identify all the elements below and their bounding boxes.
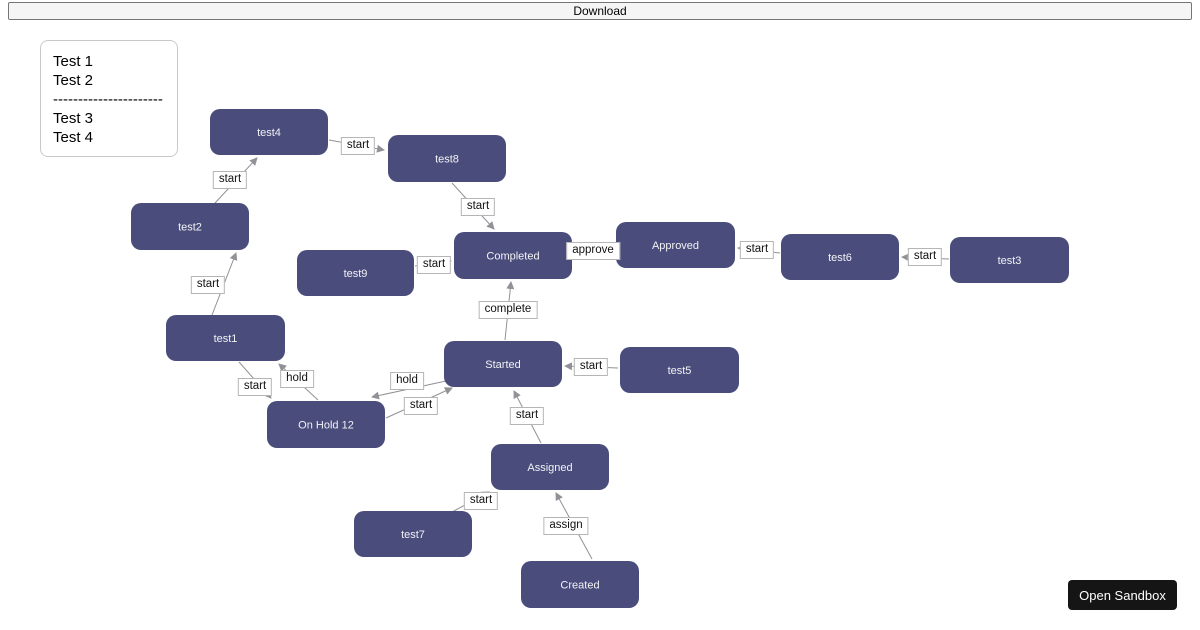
node-label: test9 bbox=[344, 268, 368, 280]
node-label: Completed bbox=[486, 251, 539, 263]
node-test6[interactable]: test6 bbox=[781, 234, 899, 280]
edge-label-hold: hold bbox=[280, 370, 314, 388]
node-label: On Hold 12 bbox=[298, 420, 354, 432]
node-started[interactable]: Started bbox=[444, 341, 562, 387]
edge-label-start: start bbox=[463, 492, 499, 510]
edge-label-start: start bbox=[416, 256, 452, 274]
edge-label-complete: complete bbox=[478, 301, 538, 319]
edge-label-start: start bbox=[190, 276, 226, 294]
node-test8[interactable]: test8 bbox=[388, 135, 506, 182]
edge-label-start: start bbox=[509, 407, 545, 425]
legend-line-5: Test 4 bbox=[53, 129, 94, 146]
node-test9[interactable]: test9 bbox=[297, 250, 414, 296]
node-created[interactable]: Created bbox=[521, 561, 639, 608]
edge-label-start: start bbox=[739, 241, 775, 259]
edge-label-start: start bbox=[403, 397, 439, 415]
edge-label-hold: hold bbox=[390, 372, 424, 390]
legend-line-4: Test 3 bbox=[53, 110, 94, 127]
node-onhold[interactable]: On Hold 12 bbox=[267, 401, 385, 448]
node-test1[interactable]: test1 bbox=[166, 315, 285, 361]
edge-label-start: start bbox=[573, 358, 609, 376]
node-label: test8 bbox=[435, 154, 459, 166]
edge-label-approve: approve bbox=[566, 242, 620, 260]
legend-line-3: ---------------------- bbox=[53, 91, 163, 108]
node-label: test3 bbox=[998, 255, 1022, 267]
node-label: Created bbox=[560, 580, 599, 592]
edge-label-start: start bbox=[237, 378, 273, 396]
node-label: test4 bbox=[257, 127, 281, 139]
legend: Test 1 Test 2 ---------------------- Test 3… bbox=[40, 40, 178, 157]
open-sandbox-button[interactable]: Open Sandbox bbox=[1068, 580, 1177, 610]
legend-line-2: Test 2 bbox=[53, 72, 94, 89]
node-test3[interactable]: test3 bbox=[950, 237, 1069, 283]
node-approved[interactable]: Approved bbox=[616, 222, 735, 268]
node-label: test7 bbox=[401, 529, 425, 541]
edge-label-start: start bbox=[907, 248, 943, 266]
node-assigned[interactable]: Assigned bbox=[491, 444, 609, 490]
edge-label-assign: assign bbox=[543, 517, 589, 535]
node-test2[interactable]: test2 bbox=[131, 203, 249, 250]
node-label: test1 bbox=[214, 333, 238, 345]
legend-line-1: Test 1 bbox=[53, 53, 94, 70]
node-label: test6 bbox=[828, 252, 852, 264]
edge-label-start: start bbox=[212, 171, 248, 189]
node-completed[interactable]: Completed bbox=[454, 232, 572, 279]
node-label: Assigned bbox=[527, 462, 572, 474]
node-label: test5 bbox=[668, 365, 692, 377]
download-button[interactable]: Download bbox=[8, 2, 1192, 20]
node-label: Started bbox=[485, 359, 520, 371]
node-test4[interactable]: test4 bbox=[210, 109, 328, 155]
node-test7[interactable]: test7 bbox=[354, 511, 472, 557]
node-test5[interactable]: test5 bbox=[620, 347, 739, 393]
node-label: test2 bbox=[178, 222, 202, 234]
edge-label-start: start bbox=[340, 137, 376, 155]
edge-label-start: start bbox=[460, 198, 496, 216]
node-label: Approved bbox=[652, 240, 699, 252]
